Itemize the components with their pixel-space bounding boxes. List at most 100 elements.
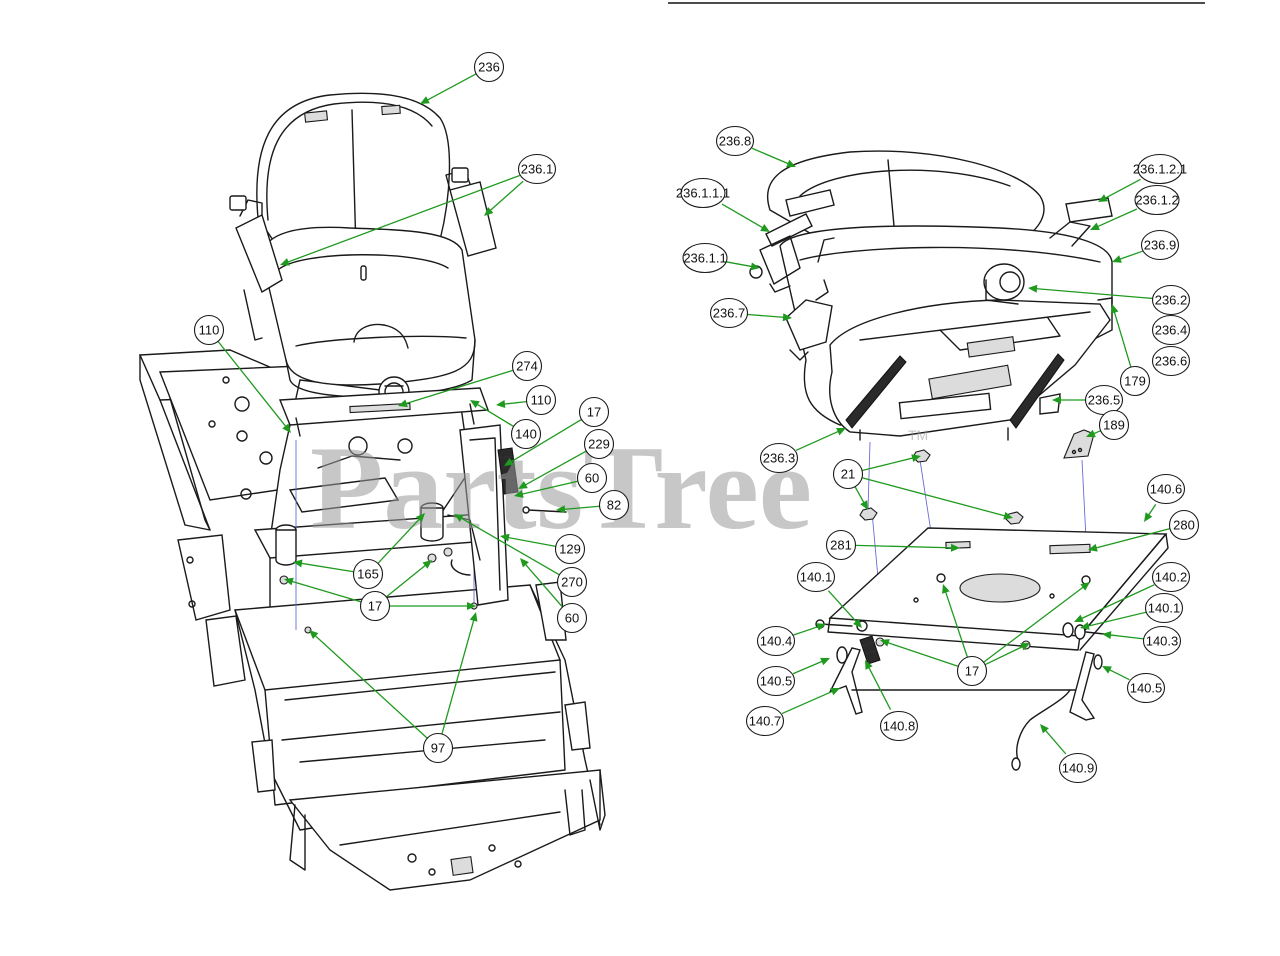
leader-arrowhead xyxy=(1020,643,1030,651)
callout-bubble-60[interactable]: 60 xyxy=(576,462,608,494)
callout-bubble-140-5[interactable]: 140.5 xyxy=(756,665,796,697)
leader-arrowhead xyxy=(293,559,303,568)
callout-bubble-236-4[interactable]: 236.4 xyxy=(1151,314,1191,346)
callout-bubble-17[interactable]: 17 xyxy=(578,396,610,428)
callout-bubble-236-1-2-1[interactable]: 236.1.2.1 xyxy=(1133,153,1187,185)
leader-line xyxy=(403,369,514,405)
leader-arrowhead xyxy=(782,313,792,322)
callout-bubble-140-1[interactable]: 140.1 xyxy=(1144,592,1184,624)
callout-bubble-110[interactable]: 110 xyxy=(193,314,225,346)
callout-bubble-140-6[interactable]: 140.6 xyxy=(1146,473,1186,505)
callout-bubble-236-1-1[interactable]: 236.1.1 xyxy=(682,242,728,274)
leader-arrowhead xyxy=(1040,724,1049,734)
callout-bubble-270[interactable]: 270 xyxy=(556,566,588,598)
callout-bubble-140[interactable]: 140 xyxy=(510,418,542,450)
callout-bubble-140-4[interactable]: 140.4 xyxy=(756,625,796,657)
callout-bubble-236[interactable]: 236 xyxy=(473,51,505,83)
callout-bubble-274[interactable]: 274 xyxy=(511,350,543,382)
callout-circle xyxy=(576,462,608,494)
callout-circle xyxy=(1098,409,1130,441)
callout-label: 236.3 xyxy=(763,451,796,466)
callout-label: 236.4 xyxy=(1155,323,1188,338)
callout-leaders xyxy=(217,73,1171,755)
leader-arrowhead xyxy=(1110,304,1119,314)
callout-bubble-110[interactable]: 110 xyxy=(525,384,557,416)
leader-line xyxy=(285,174,520,264)
callout-label: 236.1 xyxy=(521,162,554,177)
callout-circle xyxy=(756,625,796,657)
callout-bubble-236-9[interactable]: 236.9 xyxy=(1140,229,1180,261)
callout-bubble-236-1[interactable]: 236.1 xyxy=(517,153,557,185)
callout-label: 60 xyxy=(565,611,579,626)
callout-bubble-236-1-1-1[interactable]: 236.1.1.1 xyxy=(676,177,730,209)
leader-arrowhead xyxy=(1088,543,1098,552)
leader-line xyxy=(1079,584,1155,621)
leader-arrowhead xyxy=(1112,255,1122,263)
leader-line xyxy=(1113,309,1132,368)
callout-circle xyxy=(352,558,384,590)
callout-bubble-236-8[interactable]: 236.8 xyxy=(715,125,755,157)
callout-bubble-165[interactable]: 165 xyxy=(352,558,384,590)
callout-bubble-17[interactable]: 17 xyxy=(956,655,988,687)
callout-bubble-129[interactable]: 129 xyxy=(554,533,586,565)
callout-label: 21 xyxy=(841,467,855,482)
leader-line xyxy=(1102,178,1141,200)
leader-line xyxy=(854,486,866,506)
callout-bubble-140-9[interactable]: 140.9 xyxy=(1058,752,1098,784)
callout-bubbles: 236236.111027411014017229608212916527017… xyxy=(193,51,1200,784)
callout-bubble-229[interactable]: 229 xyxy=(583,428,615,460)
callout-circle xyxy=(1126,672,1166,704)
callout-bubble-236-6[interactable]: 236.6 xyxy=(1151,345,1191,377)
callout-bubble-82[interactable]: 82 xyxy=(598,489,630,521)
callout-bubble-236-3[interactable]: 236.3 xyxy=(759,442,799,474)
callout-bubble-60[interactable]: 60 xyxy=(556,602,588,634)
leader-line xyxy=(474,402,514,428)
leader-line xyxy=(1107,668,1130,681)
leader-line xyxy=(377,516,422,564)
callout-bubble-280[interactable]: 280 xyxy=(1168,509,1200,541)
seat-plate-assembly xyxy=(815,441,1169,771)
watermark: PartsTree TM xyxy=(310,421,928,554)
callout-bubble-17[interactable]: 17 xyxy=(359,590,391,622)
callout-bubble-236-7[interactable]: 236.7 xyxy=(709,297,749,329)
watermark-tm: TM xyxy=(908,427,928,443)
leader-line xyxy=(747,313,787,319)
callout-label: 17 xyxy=(965,664,979,679)
callout-bubble-140-1[interactable]: 140.1 xyxy=(796,561,836,593)
callout-bubble-21[interactable]: 21 xyxy=(832,458,864,490)
leader-arrowhead xyxy=(1074,614,1084,622)
leader-arrowhead xyxy=(1080,582,1090,591)
callout-label: 229 xyxy=(588,437,610,452)
leader-line xyxy=(441,617,476,735)
callout-label: 165 xyxy=(357,567,379,582)
callout-bubble-140-2[interactable]: 140.2 xyxy=(1151,561,1191,593)
leader-arrowhead xyxy=(420,96,430,104)
callout-bubble-236-5[interactable]: 236.5 xyxy=(1084,384,1124,416)
leader-line xyxy=(861,477,1008,518)
callout-circle xyxy=(517,153,557,185)
leader-line xyxy=(795,429,841,452)
callout-bubble-189[interactable]: 189 xyxy=(1098,409,1130,441)
callout-bubble-140-8[interactable]: 140.8 xyxy=(879,710,919,742)
callout-label: 140.5 xyxy=(760,674,793,689)
callout-label: 110 xyxy=(531,393,552,408)
leader-arrowhead xyxy=(1144,512,1153,522)
leader-arrowhead xyxy=(1102,666,1112,674)
leader-arrowhead xyxy=(467,602,476,610)
callout-label: 236.1.2 xyxy=(1135,193,1178,208)
callout-bubble-140-3[interactable]: 140.3 xyxy=(1142,625,1182,657)
callout-bubble-236-2[interactable]: 236.2 xyxy=(1151,284,1191,316)
callout-bubble-281[interactable]: 281 xyxy=(825,529,857,561)
callout-label: 140.9 xyxy=(1062,761,1095,776)
leader-arrowhead xyxy=(1080,622,1090,630)
leader-line xyxy=(1043,728,1067,755)
callout-bubble-97[interactable]: 97 xyxy=(422,732,454,764)
callout-bubble-236-1-2[interactable]: 236.1.2 xyxy=(1134,184,1180,216)
callout-label: 140.1 xyxy=(1148,601,1181,616)
callout-bubble-140-7[interactable]: 140.7 xyxy=(745,705,785,737)
leader-line xyxy=(983,585,1086,663)
leader-arrowhead xyxy=(504,457,514,466)
callout-bubble-179[interactable]: 179 xyxy=(1119,365,1151,397)
callout-label: 236.8 xyxy=(719,134,752,149)
callout-bubble-140-5[interactable]: 140.5 xyxy=(1126,672,1166,704)
